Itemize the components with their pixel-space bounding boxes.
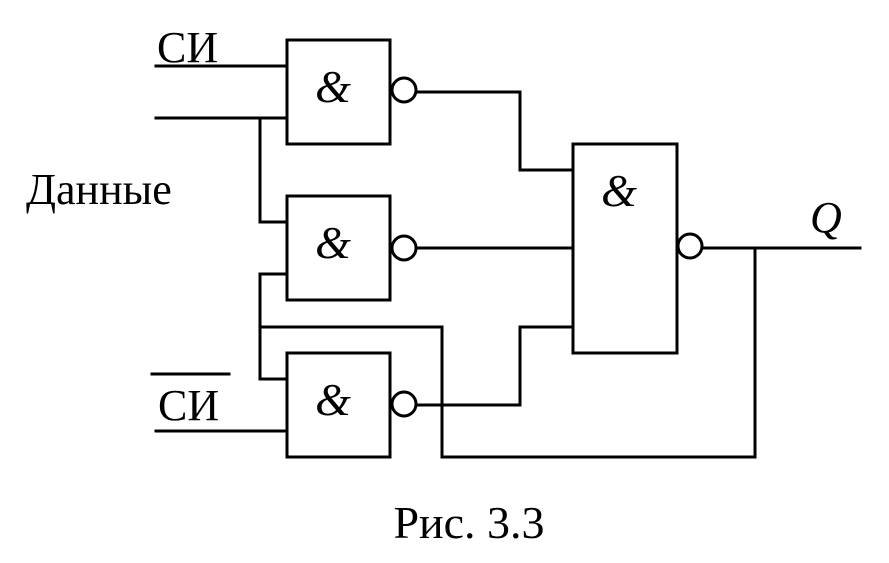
gate2-symbol: & xyxy=(315,217,351,268)
data-to-gate2-wire xyxy=(258,116,289,224)
gate4-symbol: & xyxy=(601,165,637,216)
gate3-symbol: & xyxy=(315,374,351,425)
nand-gate-4 xyxy=(571,142,679,355)
nand-gate-2 xyxy=(285,194,392,302)
data-input-label: Данные xyxy=(26,165,172,214)
si-inverted-input-label: СИ xyxy=(158,381,219,430)
gate4-inversion-bubble xyxy=(676,232,704,260)
q-output-label: Q xyxy=(810,193,842,242)
nand-gate-1 xyxy=(285,38,392,146)
si-input-label: СИ xyxy=(157,23,218,72)
gate1-output-wire xyxy=(415,90,575,172)
feedback-wire xyxy=(258,246,757,459)
gate2-inversion-bubble xyxy=(390,234,418,262)
gate1-symbol: & xyxy=(315,61,351,112)
gate1-inversion-bubble xyxy=(390,76,418,104)
nand-gate-3 xyxy=(285,351,392,459)
figure-caption: Рис. 3.3 xyxy=(393,497,544,548)
gate3-output-wire xyxy=(415,325,575,407)
gate3-inversion-bubble xyxy=(390,390,418,418)
